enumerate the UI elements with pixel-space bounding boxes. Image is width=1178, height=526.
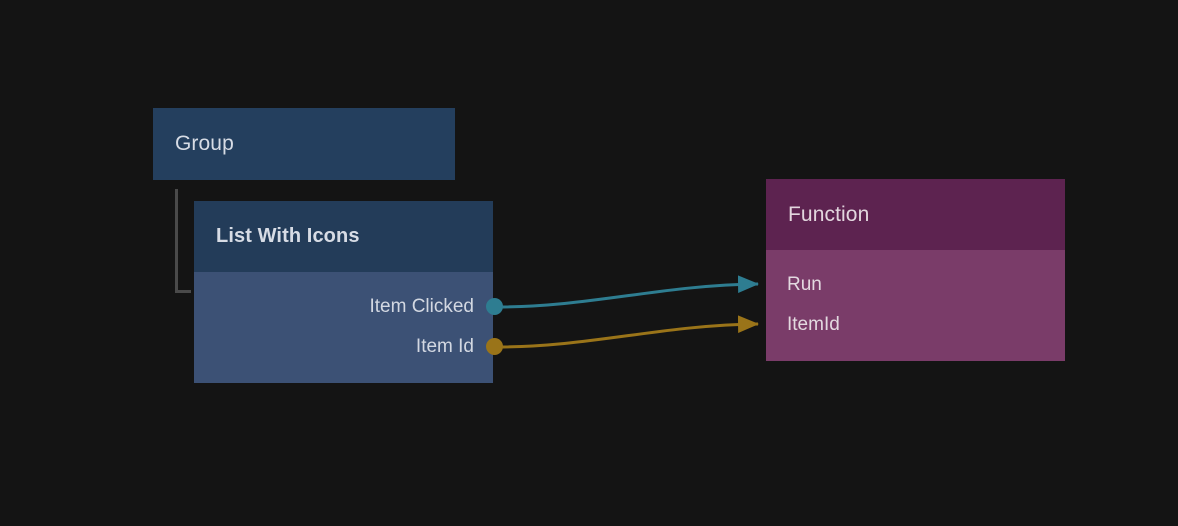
output-port-item-id[interactable] <box>486 338 503 355</box>
group-bracket-vertical <box>175 189 178 293</box>
node-list-with-icons-body: Item Clicked Item Id <box>194 272 493 383</box>
node-function[interactable]: Function Run ItemId <box>766 179 1065 361</box>
node-list-with-icons-title: List With Icons <box>216 225 360 247</box>
node-list-with-icons[interactable]: List With Icons Item Clicked Item Id <box>194 201 493 383</box>
node-function-header[interactable]: Function <box>766 179 1065 250</box>
node-function-body: Run ItemId <box>766 250 1065 361</box>
output-port-item-clicked[interactable] <box>486 298 503 315</box>
connection-item-clicked-to-run[interactable] <box>496 275 760 309</box>
input-label-run: Run <box>787 274 822 295</box>
group-bracket-icon <box>175 189 191 293</box>
node-group[interactable]: Group <box>153 108 455 180</box>
input-label-itemid: ItemId <box>787 314 840 335</box>
group-bracket-horizontal <box>175 290 191 293</box>
input-row-itemid[interactable]: ItemId <box>766 313 840 337</box>
node-list-with-icons-header[interactable]: List With Icons <box>194 201 493 272</box>
node-group-header[interactable]: Group <box>153 108 455 180</box>
node-function-title: Function <box>788 202 870 226</box>
output-row-item-id[interactable]: Item Id <box>416 335 493 359</box>
output-row-item-clicked[interactable]: Item Clicked <box>369 295 493 319</box>
output-label-item-id: Item Id <box>415 336 474 357</box>
connection-item-id-to-itemid[interactable] <box>496 315 760 349</box>
output-label-item-clicked: Item Clicked <box>369 296 474 317</box>
node-group-title: Group <box>175 132 234 155</box>
input-row-run[interactable]: Run <box>766 273 822 297</box>
